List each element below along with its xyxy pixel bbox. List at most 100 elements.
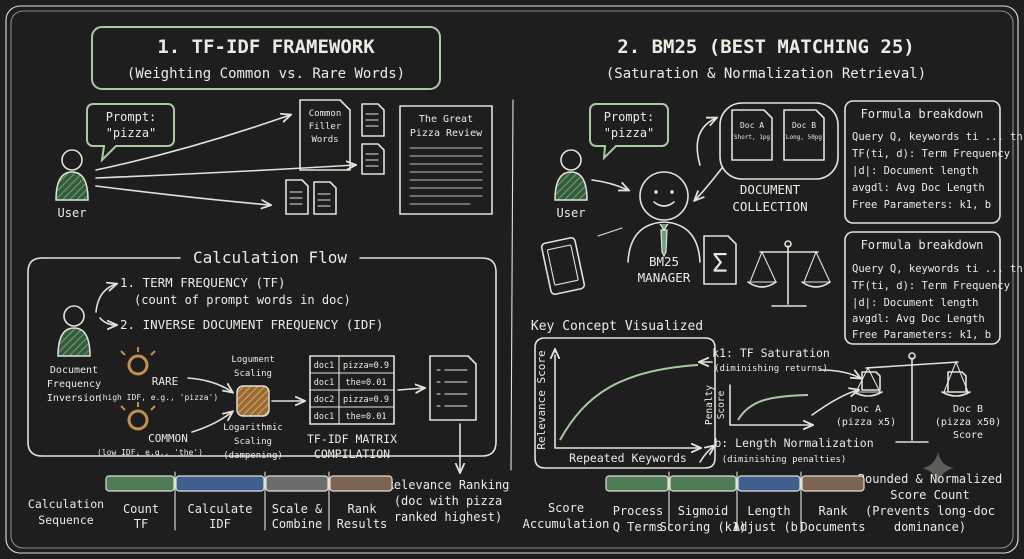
svg-text:The Great: The Great: [419, 114, 473, 125]
b-title: b: Length Normalization: [714, 436, 873, 450]
ranked-list-doc: [429, 355, 477, 421]
seq-step: IDF: [209, 517, 231, 531]
doc-b-label: Doc B: [792, 121, 816, 130]
bm25-seq-label-2: Accumulation: [523, 517, 610, 531]
seq-step: TF: [134, 517, 148, 531]
bm25-seq-step: Scoring (k1): [660, 520, 747, 534]
outer-frame: [5, 5, 1019, 554]
prompt-label: Prompt:: [106, 110, 157, 124]
penalty-label-1: Penalty: [704, 385, 715, 425]
seq-segment: [801, 475, 865, 492]
tfidf-title: 1. TF-IDF FRAMEWORK: [157, 36, 375, 58]
matrix-cell: pizza=0.9: [343, 395, 389, 405]
bm25-user-icon: [554, 149, 588, 201]
svg-text:Pizza Review: Pizza Review: [410, 128, 483, 139]
seq-label-1: Calculation: [28, 497, 104, 511]
rare-ring-icon: [120, 347, 156, 376]
balance-scale-icon: [747, 240, 831, 307]
formula-title: Formula breakdown: [861, 107, 984, 121]
document-collection-box: [719, 102, 839, 180]
matrix-cell: pizza=0.9: [343, 361, 389, 371]
seq-segment: [605, 475, 669, 492]
user-to-manager-arrow: [591, 179, 628, 190]
seq-segment: [265, 475, 329, 492]
seq-label-2: Sequence: [38, 513, 93, 527]
log-bottom-3: (dampening): [223, 451, 283, 461]
bounded-label-2: Score Count: [890, 488, 969, 502]
collection-to-manager-arrow: [695, 167, 723, 200]
seq-segment: [175, 475, 265, 492]
matrix-cell: the=0.01: [346, 412, 387, 422]
formula-line: |d|: Document length: [852, 165, 978, 177]
bm25-user-label: User: [557, 206, 586, 220]
final-balance-scale: [853, 352, 971, 443]
log-top-2: Scaling: [234, 369, 272, 379]
matrix-to-ranking-arrow: [397, 388, 424, 390]
step2-title: 2. INVERSE DOCUMENT FREQUENCY (IDF): [120, 317, 383, 332]
matrix-title-2: COMPILATION: [314, 447, 390, 461]
seq-segment: [329, 475, 393, 492]
seq-segment: [737, 475, 801, 492]
rare-desc: (high IDF, e.g., 'pizza'): [98, 393, 218, 402]
formula-line: TF(ti, d): Term Frequency: [852, 280, 1010, 292]
k1-to-scale-arrow: [819, 369, 860, 378]
prompt-value: "pizza": [106, 126, 157, 140]
matrix-cell: doc1: [314, 378, 334, 388]
bm25-panel: 2. BM25 (BEST MATCHING 25) (Saturation &…: [523, 36, 1023, 534]
svg-text:Words: Words: [311, 135, 338, 145]
bm25-title: 2. BM25 (BEST MATCHING 25): [617, 36, 914, 58]
saturation-axes: [554, 354, 700, 448]
log-bottom-2: Scaling: [234, 437, 272, 447]
score-accumulation-bar: [605, 471, 865, 531]
formula-line: Query Q, keywords ti ... tn: [852, 131, 1023, 143]
tfidf-title-box: [91, 26, 441, 90]
matrix-title-1: TF-IDF MATRIX: [307, 432, 397, 446]
step1-title: 1. TERM FREQUENCY (TF): [120, 275, 286, 290]
concept-title: Key Concept Visualized: [531, 319, 703, 334]
formula-line: Free Parameters: k1, b: [852, 199, 991, 211]
ranking-label-1: Relevance Ranking: [387, 478, 510, 492]
seq-step: Calculate: [187, 502, 252, 516]
doc-a-desc: (Short, 1pg): [730, 134, 773, 141]
doc-b-icon: Doc B (Long, 50pg): [782, 109, 826, 161]
formula-box-2: Formula breakdown Query Q, keywords ti .…: [844, 231, 1023, 345]
doc-a-label: Doc A: [740, 121, 764, 130]
scale-doc-b-label: Doc B: [953, 404, 983, 415]
scale-doc-a-desc: (pizza x5): [836, 417, 896, 428]
center-divider: [510, 99, 514, 471]
penalty-to-scale-arrow: [811, 390, 858, 416]
tfidf-subtitle: (Weighting Common vs. Rare Words): [127, 66, 405, 82]
scale-doc-b-score: Score: [953, 430, 983, 441]
k1-title: k1: TF Saturation: [712, 346, 830, 360]
step2-arrow: [99, 317, 116, 325]
bm25-seq-step: Adjust (b): [733, 520, 805, 534]
formula-box-1: Formula breakdown Query Q, keywords ti .…: [844, 100, 1023, 224]
sigma-doc-icon: Σ: [703, 235, 737, 285]
bm25-prompt-value: "pizza": [604, 126, 655, 140]
step1-arrow: [95, 284, 116, 313]
bm25-subtitle: (Saturation & Normalization Retrieval): [606, 66, 926, 82]
bm25-seq-step: Rank: [819, 504, 849, 518]
collection-label-1: DOCUMENT: [740, 182, 801, 197]
tfidf-panel: 1. TF-IDF FRAMEWORK (Weighting Common vs…: [27, 26, 510, 531]
log-bottom-1: Logarithmic: [223, 423, 283, 433]
bm25-seq-step: Q Terms: [613, 520, 664, 534]
seq-segment: [669, 475, 737, 492]
doc-a-icon: Doc A (Short, 1pg): [730, 109, 774, 161]
calc-flow-title: Calculation Flow: [193, 248, 347, 267]
svg-text:Filler: Filler: [309, 122, 342, 132]
formula-line: |d|: Document length: [852, 297, 978, 309]
user-arrow-2: [95, 165, 355, 179]
pizza-review-doc: The Great Pizza Review: [399, 105, 493, 215]
common-label: COMMON: [148, 432, 188, 445]
bm25-seq-label-1: Score: [548, 501, 584, 515]
bounded-label-4: dominance): [894, 520, 966, 534]
seq-step: Combine: [272, 517, 323, 531]
common-arrow: [191, 412, 232, 433]
b-desc: (diminishing penalties): [722, 455, 847, 465]
common-filler-doc: Common Filler Words: [299, 99, 351, 171]
bm25-seq-step: Sigmoid: [678, 504, 729, 518]
user-arrow-3: [95, 185, 270, 205]
seq-step: Scale &: [272, 502, 323, 516]
